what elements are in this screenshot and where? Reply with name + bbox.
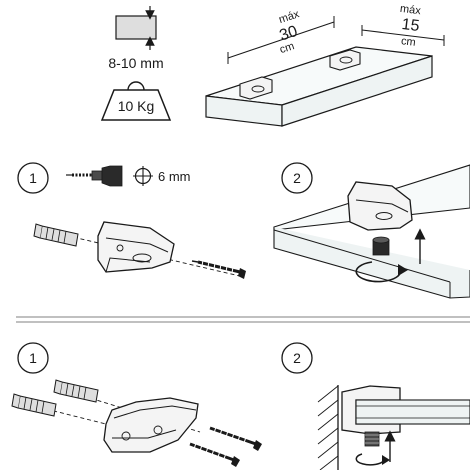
- section-b-step2: 2: [281, 342, 470, 470]
- step-badge-a1: [17, 162, 49, 194]
- length-value: 30: [278, 23, 300, 45]
- set-screw-icon: [372, 236, 390, 256]
- screw-lower: [189, 442, 240, 467]
- large-glass-clamp-bracket: [103, 397, 199, 453]
- screw-icon: [191, 259, 246, 279]
- thickness-label: 8-10 mm: [108, 55, 163, 71]
- drill-size-label: 6 mm: [158, 169, 191, 184]
- set-screw-lower-icon: [364, 431, 380, 447]
- wall-plug-lower: [11, 393, 57, 417]
- drill-bit-icon: [66, 165, 123, 187]
- rotate-arrow-lower-icon: [355, 453, 390, 466]
- glass-thickness-illustration: 8-10 mm: [108, 6, 164, 71]
- screw-upper: [209, 426, 262, 451]
- glass-clamp-bracket-mounted: [347, 181, 413, 231]
- step-badge-b2: [281, 342, 313, 374]
- step-number-a1: 1: [29, 170, 37, 186]
- step-number-a2: 2: [293, 170, 301, 186]
- section-a-step1: 1 6 mm: [17, 162, 246, 279]
- wall-hatching: [317, 385, 339, 470]
- load-label: 10 Kg: [118, 98, 155, 114]
- glass-clamp-bracket: [97, 221, 175, 273]
- depth-unit: cm: [400, 35, 416, 49]
- diameter-icon: [133, 166, 153, 186]
- wall-plug-icon: [33, 223, 79, 247]
- step-number-b2: 2: [293, 350, 301, 366]
- section-a-step2: 2: [273, 162, 470, 299]
- step-badge-b1: [17, 342, 49, 374]
- glass-shelf-section: [355, 399, 470, 425]
- depth-max-label: máx: [399, 3, 422, 18]
- step-number-b1: 1: [29, 350, 37, 366]
- bracket-left: [239, 76, 273, 100]
- shelf-dimensions-illustration: máx 30 cm máx 15 cm: [205, 3, 445, 127]
- depth-value: 15: [401, 16, 421, 35]
- length-max-label: máx: [277, 8, 301, 26]
- bracket-right: [329, 49, 361, 71]
- weight-icon: 10 Kg: [100, 81, 172, 121]
- rotate-arrow-icon: [355, 261, 408, 283]
- length-unit: cm: [278, 40, 296, 56]
- step-badge-a2: [281, 162, 313, 194]
- section-b-step1: 1: [11, 342, 262, 467]
- wall-plug-upper: [53, 379, 99, 403]
